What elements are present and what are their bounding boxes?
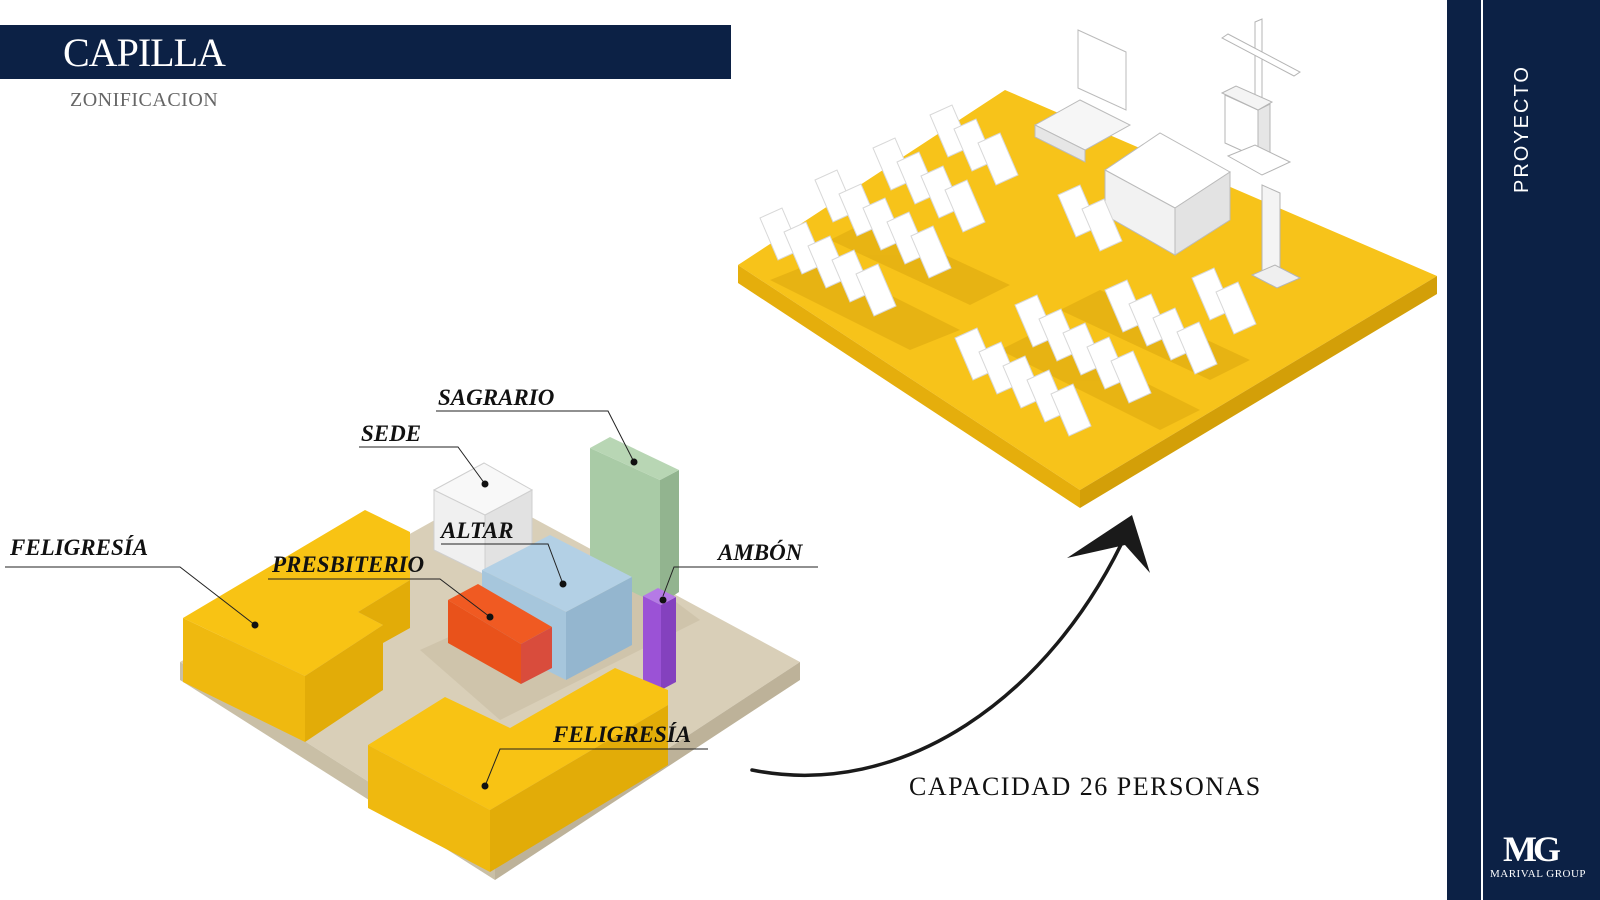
altar-cloth-side [1174, 171, 1231, 256]
lectern-top [1226, 144, 1292, 176]
logo-text: MARIVAL GROUP [1490, 868, 1587, 880]
presbiterio-block-front [448, 600, 521, 684]
feligresia-right-top [368, 668, 668, 810]
leader-sede [359, 446, 486, 485]
chair-row-3 [872, 137, 986, 233]
leader-dot-feligresia-right [481, 782, 489, 790]
altar-block-side [566, 577, 632, 680]
zoning-diagram [5, 18, 1437, 880]
chair-row-4 [929, 104, 1019, 186]
chair-row-9 [1191, 267, 1257, 335]
capacity-caption: CAPACIDAD 26 PERSONAS [909, 772, 1262, 801]
ambon-block-front [643, 596, 661, 690]
lectern-base [1250, 264, 1302, 289]
chair [1110, 350, 1152, 404]
chair-shadow-row1 [770, 260, 960, 350]
leader-dot-feligresia-left [251, 621, 259, 629]
chair [1050, 383, 1092, 437]
chair [855, 263, 897, 317]
leader-dot-presbiterio [486, 613, 494, 621]
side-bar-stripe [1447, 0, 1481, 900]
label-altar: ALTAR [441, 518, 514, 543]
label-sagrario: SAGRARIO [438, 385, 555, 410]
chair-row-1 [759, 207, 897, 317]
leader-presbiterio [268, 578, 491, 618]
chair-rows [759, 104, 1257, 437]
presbiterio-block-top [448, 584, 552, 644]
chair-shadow-row3 [1000, 330, 1200, 430]
sede-throne [1033, 29, 1132, 163]
altar-table [1104, 132, 1231, 256]
leader-altar [441, 543, 564, 585]
sede-block-top [432, 462, 534, 516]
cabinet-top [1220, 85, 1274, 111]
label-presbiterio: PRESBITERIO [272, 552, 425, 577]
label-feligresia-right: FELIGRESÍA [553, 722, 692, 747]
logo-icon: MG [1503, 829, 1561, 869]
page-title: CAPILLA [63, 30, 226, 75]
altar-block-top [482, 535, 632, 612]
side-panel-label: PROYECTO [1511, 65, 1533, 193]
sagrario-block-top [590, 437, 679, 480]
side-panel [1483, 0, 1600, 900]
feligresia-left-front [183, 618, 305, 742]
arrow-head [1067, 515, 1150, 573]
sagrario-block-side [660, 470, 679, 605]
chair-shadow-row2 [830, 220, 1010, 305]
cross-horizontal [1221, 33, 1301, 77]
feligresia-right-side [490, 705, 668, 872]
presbiterio-block-side [521, 627, 552, 684]
platform-right-side [1080, 276, 1437, 508]
leader-dot-sagrario [630, 458, 638, 466]
chair-row-7 [1014, 294, 1152, 404]
leader-dot-sede [481, 480, 489, 488]
leader-ambon [662, 566, 818, 597]
chair [910, 225, 952, 279]
chair [944, 179, 986, 233]
feligresia-left-side [305, 625, 383, 742]
label-sede: SEDE [361, 421, 422, 446]
leader-dots [251, 458, 667, 790]
leader-dot-altar [559, 580, 567, 588]
title-bar: CAPILLA [0, 25, 731, 79]
label-feligresia-left: FELIGRESÍA [10, 535, 149, 560]
chair-row-6 [954, 327, 1092, 437]
label-ambon: AMBÓN [718, 540, 803, 565]
chapel-render [738, 18, 1437, 508]
zoning-model [5, 410, 818, 880]
chair-row-2 [814, 169, 952, 279]
platform-left-side [738, 265, 1080, 508]
chair-shadows [770, 220, 1250, 430]
feligresia-right-front [368, 745, 490, 872]
feligresia-left-top [183, 510, 410, 676]
chair-row-8 [1104, 279, 1218, 375]
ambon-block-side [661, 597, 676, 690]
chair-row-5 [1057, 184, 1123, 252]
chair [1081, 198, 1123, 252]
chair [1176, 321, 1218, 375]
chair [1215, 281, 1257, 335]
chair [977, 132, 1019, 186]
throne-base [1034, 124, 1086, 163]
leader-dot-ambon [659, 596, 667, 604]
arrow-shaft [750, 528, 1130, 777]
feligresia-left-back-side [358, 580, 410, 643]
arrow-icon [750, 515, 1150, 777]
leader-lines [5, 410, 818, 787]
leader-feligresia-right [484, 748, 708, 787]
leader-feligresia-left [5, 566, 256, 626]
ambon-lectern [1226, 144, 1302, 289]
page-subtitle: ZONIFICACION [70, 89, 219, 111]
leader-sagrario [436, 410, 635, 463]
throne-back [1077, 29, 1127, 111]
ambon-block-top [643, 588, 676, 605]
sagrario-cabinet [1220, 85, 1274, 159]
